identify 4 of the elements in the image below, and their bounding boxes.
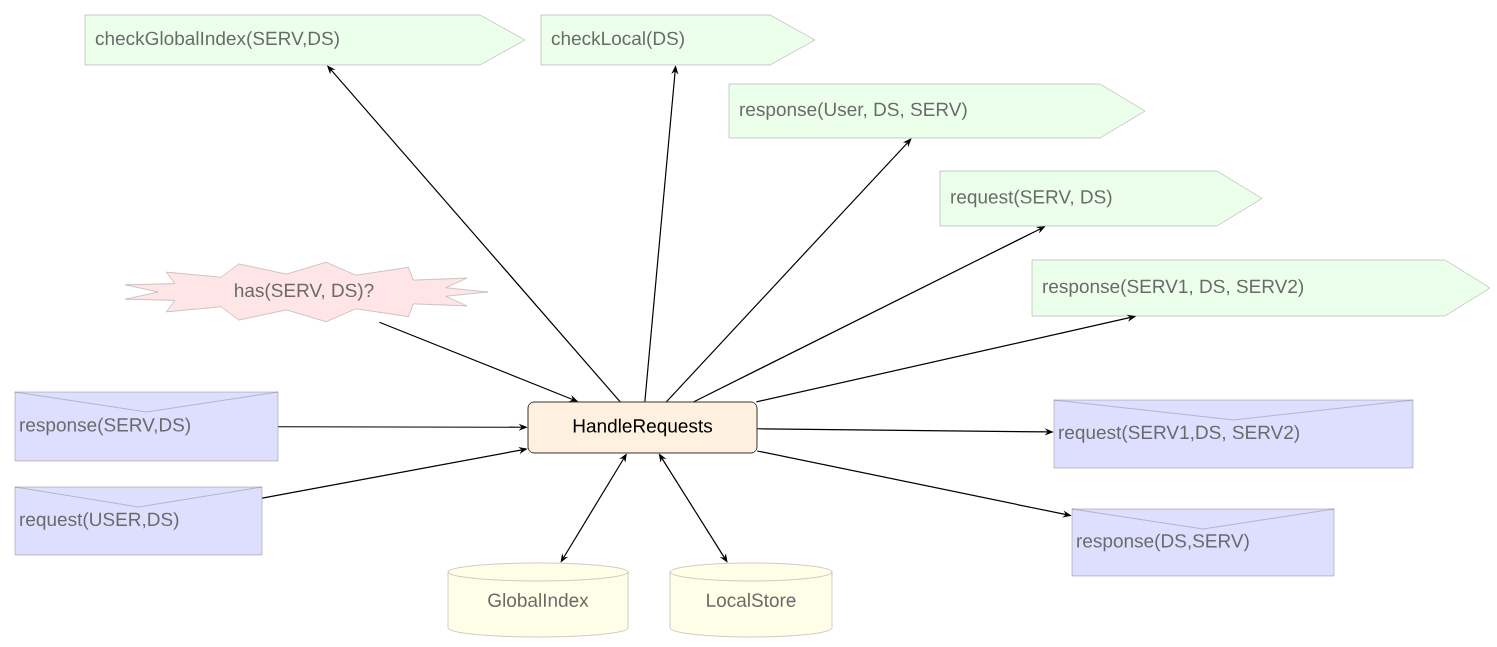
database-cylinder: GlobalIndex bbox=[447, 562, 629, 638]
database-cylinder: LocalStore bbox=[669, 562, 833, 638]
arrow bbox=[665, 138, 912, 403]
process-box: HandleRequests bbox=[527, 401, 758, 454]
